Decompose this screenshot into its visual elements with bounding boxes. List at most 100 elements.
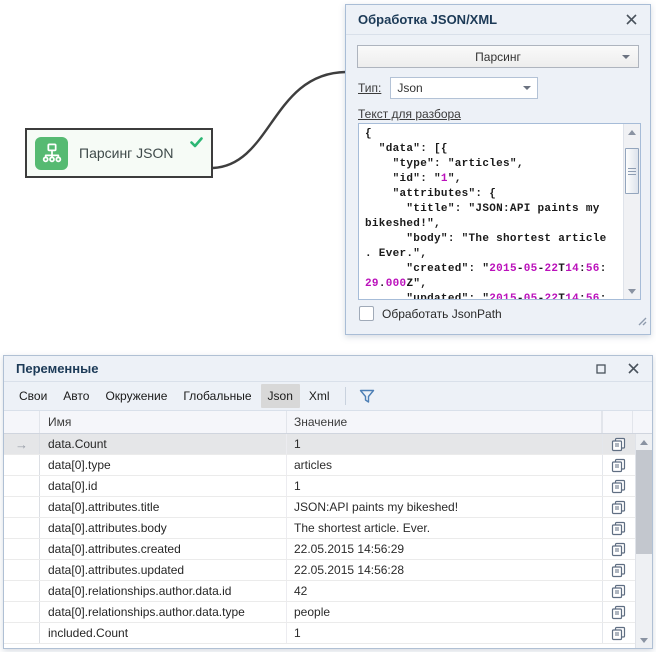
table-header: Имя Значение [4, 411, 652, 434]
editor-scroll-thumb[interactable] [625, 148, 639, 194]
code-line: "body": "The shortest article [365, 233, 607, 245]
table-row[interactable]: → data.Count 1 [4, 434, 635, 455]
variable-value: 1 [286, 623, 602, 643]
row-gutter [4, 539, 40, 559]
close-icon[interactable] [624, 360, 642, 378]
code-line: "attributes": { [365, 188, 497, 200]
variable-value: 22.05.2015 14:56:29 [286, 539, 602, 559]
copy-column-header [602, 411, 633, 433]
success-check-icon [190, 135, 203, 153]
row-gutter [4, 476, 40, 496]
column-header-name: Имя [48, 415, 72, 429]
action-dropdown-value: Парсинг [475, 49, 521, 64]
close-icon[interactable] [622, 11, 640, 29]
variable-value: articles [286, 455, 602, 475]
type-dropdown[interactable]: Json [390, 77, 539, 99]
variable-value: 1 [286, 476, 602, 496]
code-line: . Ever.", [365, 248, 428, 260]
type-label: Тип: [358, 81, 382, 95]
scroll-down-icon[interactable] [624, 283, 640, 299]
copy-button[interactable] [602, 581, 633, 601]
row-gutter [4, 518, 40, 538]
tab-json[interactable]: Json [260, 384, 300, 408]
copy-button[interactable] [602, 560, 633, 580]
variable-value: 1 [286, 434, 602, 454]
editor-scrollbar[interactable] [623, 124, 640, 299]
copy-button[interactable] [602, 518, 633, 538]
tab-свои[interactable]: Свои [19, 389, 48, 403]
code-line: { [365, 128, 372, 140]
checkbox-box[interactable] [359, 306, 374, 321]
parse-text-label: Текст для разбора [358, 107, 461, 121]
variable-name: data.Count [48, 437, 107, 451]
scroll-up-icon[interactable] [636, 434, 652, 450]
variable-value: 22.05.2015 14:56:28 [286, 560, 602, 580]
copy-button[interactable] [602, 602, 633, 622]
variable-name: data[0].id [48, 479, 98, 493]
node-label: Парсинг JSON [79, 145, 174, 161]
chevron-down-icon [523, 86, 532, 90]
row-gutter [4, 455, 40, 475]
variable-name: data[0].attributes.created [48, 542, 181, 556]
code-line: 29.000Z", [365, 278, 428, 290]
row-gutter [4, 623, 40, 643]
json-text-editor[interactable]: { "data": [{ "type": "articles", "id": "… [358, 123, 641, 300]
maximize-icon[interactable] [592, 360, 610, 378]
table-row[interactable]: data[0].attributes.created 22.05.2015 14:… [4, 539, 635, 560]
variable-name: data[0].attributes.updated [48, 563, 185, 577]
row-gutter [4, 497, 40, 517]
code-line: "title": "JSON:API paints my [365, 203, 600, 215]
copy-button[interactable] [602, 476, 633, 496]
code-line: "type": "articles", [365, 158, 524, 170]
variable-value: people [286, 602, 602, 622]
node-parsing-json[interactable]: Парсинг JSON [25, 128, 213, 178]
tab-xml[interactable]: Xml [308, 389, 330, 403]
type-dropdown-value: Json [397, 81, 423, 95]
code-line: "updated": "2015-05-22T14:56: [365, 293, 607, 299]
variable-name: data[0].relationships.author.data.id [48, 584, 232, 598]
tabs-divider [344, 387, 346, 405]
table-scrollbar[interactable] [635, 434, 652, 648]
tab-окружение[interactable]: Окружение [105, 389, 168, 403]
copy-button[interactable] [602, 623, 633, 643]
scroll-up-icon[interactable] [624, 124, 640, 140]
copy-button[interactable] [602, 455, 633, 475]
table-scroll-thumb[interactable] [636, 450, 652, 554]
jsonpath-checkbox-label: Обработать JsonPath [382, 306, 502, 321]
table-row[interactable]: data[0].id 1 [4, 476, 635, 497]
row-gutter [4, 560, 40, 580]
json-text-content[interactable]: { "data": [{ "type": "articles", "id": "… [359, 124, 623, 299]
copy-button[interactable] [602, 539, 633, 559]
chevron-down-icon [622, 55, 630, 59]
variable-name: data[0].attributes.title [48, 500, 160, 514]
filter-icon[interactable] [354, 387, 380, 406]
json-xml-processing-panel: Обработка JSON/XML Парсинг Тип: Json Тек… [345, 4, 651, 335]
code-line: "id": "1", [365, 173, 462, 185]
row-indicator-header [4, 411, 40, 433]
copy-button[interactable] [602, 497, 633, 517]
jsonpath-checkbox[interactable]: Обработать JsonPath [359, 306, 502, 321]
table-row[interactable]: data[0].relationships.author.data.id 42 [4, 581, 635, 602]
row-gutter [4, 602, 40, 622]
resize-grip[interactable] [637, 313, 647, 331]
copy-button[interactable] [602, 434, 633, 454]
action-dropdown[interactable]: Парсинг [357, 45, 639, 68]
scrollbar-column-header [633, 411, 650, 433]
code-line: bikeshed!", [365, 218, 441, 230]
row-gutter [4, 581, 40, 601]
code-line: "data": [{ [365, 143, 448, 155]
tab-авто[interactable]: Авто [63, 389, 90, 403]
scroll-down-icon[interactable] [636, 632, 652, 648]
tab-глобальные[interactable]: Глобальные [183, 389, 252, 403]
table-row[interactable]: data[0].attributes.updated 22.05.2015 14:… [4, 560, 635, 581]
current-row-arrow-icon: → [4, 434, 40, 454]
panel-titlebar: Обработка JSON/XML [346, 5, 650, 35]
variable-value: 42 [286, 581, 602, 601]
editor-scroll-track[interactable] [624, 140, 640, 283]
